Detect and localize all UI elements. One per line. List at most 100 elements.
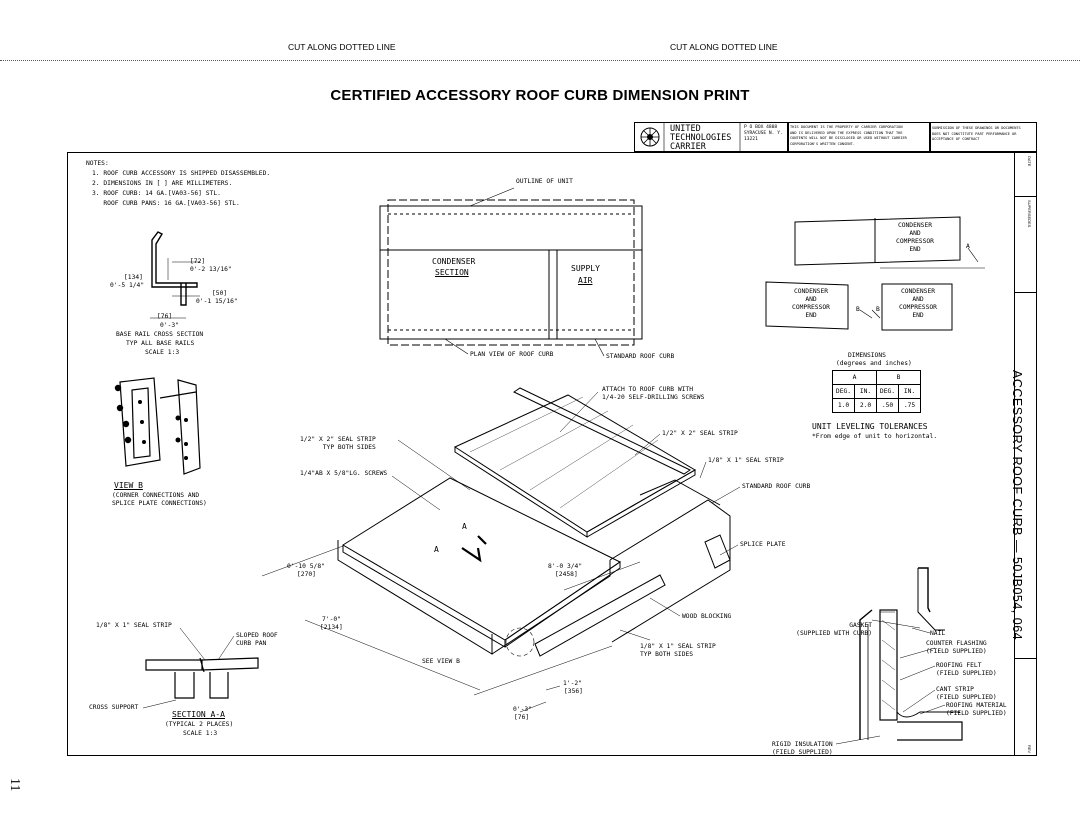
plan-label: SECTION [435, 268, 469, 277]
base-rail-caption: TYP ALL BASE RAILS [126, 340, 195, 347]
iso-label: STANDARD ROOF CURB [742, 483, 811, 490]
plan-label: PLAN VIEW OF ROOF CURB [470, 351, 554, 358]
table-cell: .50 [876, 398, 899, 413]
table-subhead: IN. [854, 384, 877, 399]
flashing-label: GASKET (SUPPLIED WITH CURB) [796, 622, 872, 637]
table-head: A [832, 370, 877, 385]
table-cell: 1.0 [832, 398, 855, 413]
note-item: 3. ROOF CURB: 14 GA.[VA03-56] STL. [92, 190, 221, 197]
iso-dim: 0'-3" [513, 706, 532, 713]
sidebar-divider [1015, 292, 1037, 293]
view-b-drawing [119, 377, 201, 475]
iso-dim: [356] [564, 688, 583, 695]
tolerance-title: UNIT LEVELING TOLERANCES [812, 422, 928, 431]
level-box-label: CONDENSER AND COMPRESSOR END [899, 288, 937, 319]
section-label: SLOPED ROOF CURB PAN [236, 632, 278, 647]
section-a-a-drawing [142, 627, 259, 709]
iso-dim: [270] [297, 571, 316, 578]
dim-label: [134] [124, 274, 143, 281]
level-b-label: B [876, 306, 880, 313]
dim-label: [72] [190, 258, 206, 265]
isometric-assembly [261, 387, 741, 713]
iso-label: 1/2" X 2" SEAL STRIP TYP BOTH SIDES [300, 436, 376, 451]
page-title: CERTIFIED ACCESSORY ROOF CURB DIMENSION … [330, 87, 750, 104]
drawing-frame [67, 152, 1015, 756]
flashing-label: CANT STRIP (FIELD SUPPLIED) [936, 686, 997, 701]
level-box-label: CONDENSER AND COMPRESSOR END [896, 222, 934, 253]
section-marker: A [434, 545, 439, 554]
flashing-label: ROOFING FELT (FIELD SUPPLIED) [936, 662, 997, 677]
iso-label: 1/2" X 2" SEAL STRIP [662, 430, 738, 437]
dims-heading: DIMENSIONS [848, 352, 886, 359]
submission-note: SUBMISSION OF THESE DRAWINGS OR DOCUMENT… [932, 126, 1021, 141]
property-note-block [788, 122, 930, 152]
plan-label: SUPPLY [571, 264, 600, 273]
level-b-label: B [856, 306, 860, 313]
iso-dim: [2458] [555, 571, 578, 578]
company-address: P O BOX 4808 SYRACUSE N. Y. 13221 [744, 125, 783, 142]
view-b-caption: (CORNER CONNECTIONS AND [112, 492, 200, 499]
iso-label: SPLICE PLATE [740, 541, 786, 548]
section-label: 1/8" X 1" SEAL STRIP [96, 622, 172, 629]
iso-dim: [2134] [320, 624, 343, 631]
flashing-detail [835, 567, 963, 745]
flashing-label: NAIL [930, 630, 946, 637]
sidebar-rev-label: REV [1027, 745, 1032, 754]
sidebar-supersedes-label: SUPERSEDES [1027, 200, 1032, 228]
section-caption: SCALE 1:3 [183, 730, 218, 737]
table-cell: 2.0 [854, 398, 877, 413]
note-item: 2. DIMENSIONS IN [ ] ARE MILLIMETERS. [92, 180, 233, 187]
iso-dim: 1'-2" [563, 680, 582, 687]
dim-label: 0'-3" [160, 322, 179, 329]
cut-label-left: CUT ALONG DOTTED LINE [288, 42, 396, 52]
iso-dim: 7'-0" [322, 616, 341, 623]
base-rail-cross-section [151, 231, 198, 306]
iso-dim: 8'-0 3/4" [548, 563, 583, 570]
plan-view [379, 187, 643, 357]
company-block [634, 122, 788, 152]
dim-label: 0'-2 13/16" [190, 266, 232, 273]
iso-dim: [76] [514, 714, 530, 721]
iso-label: ATTACH TO ROOF CURB WITH 1/4-20 SELF-DRI… [602, 386, 705, 401]
vertical-drawing-title: ACCESSORY ROOF CURB — 50JB054, 064 [1010, 370, 1024, 641]
section-a-a-title: SECTION A-A [172, 710, 225, 719]
plan-label: OUTLINE OF UNIT [516, 178, 573, 185]
iso-label: SEE VIEW B [422, 658, 460, 665]
plan-label: AIR [578, 276, 593, 285]
cut-dotted-line [0, 60, 1080, 61]
note-item: 1. ROOF CURB ACCESSORY IS SHIPPED DISASS… [92, 170, 271, 177]
page-number: 11 [7, 778, 22, 792]
table-subhead: DEG. [876, 384, 899, 399]
iso-dim: 0'-10 5/8" [287, 563, 325, 570]
plan-label: CONDENSER [432, 257, 476, 266]
note-item: ROOF CURB PANS: 16 GA.[VA03-56] STL. [92, 200, 240, 207]
iso-label: 1/4"AB X 5/8"LG. SCREWS [300, 470, 388, 477]
sidebar-divider [1015, 658, 1037, 659]
iso-label: 1/8" X 1" SEAL STRIP TYP BOTH SIDES [640, 643, 716, 658]
dim-label: 0'-5 1/4" [110, 282, 145, 289]
company-line2: TECHNOLOGIES [670, 133, 732, 143]
unit-leveling-diagram [765, 216, 985, 331]
table-subhead: DEG. [832, 384, 855, 399]
table-cell: .75 [898, 398, 921, 413]
view-b-label: VIEW B [114, 481, 143, 490]
flashing-label: COUNTER FLASHING (FIELD SUPPLIED) [926, 640, 987, 655]
tolerance-note: *From edge of unit to horizontal. [812, 433, 938, 440]
level-box-label: CONDENSER AND COMPRESSOR END [792, 288, 830, 319]
dim-label: [76] [157, 313, 173, 320]
flashing-label: RIGID INSULATION (FIELD SUPPLIED) [772, 741, 833, 756]
base-rail-caption: BASE RAIL CROSS SECTION [116, 331, 204, 338]
cut-label-right: CUT ALONG DOTTED LINE [670, 42, 778, 52]
plan-label: STANDARD ROOF CURB [606, 353, 675, 360]
table-head: B [876, 370, 921, 385]
flashing-label: ROOFING MATERIAL (FIELD SUPPLIED) [946, 702, 1007, 717]
section-marker: A [462, 522, 467, 531]
dims-subheading: (degrees and inches) [836, 360, 912, 367]
carrier-logo-icon [640, 127, 660, 147]
section-caption: (TYPICAL 2 PLACES) [165, 721, 234, 728]
base-rail-caption: SCALE 1:3 [145, 349, 180, 356]
iso-label: WOOD BLOCKING [682, 613, 732, 620]
property-note: THIS DOCUMENT IS THE PROPERTY OF CARRIER… [790, 125, 907, 146]
